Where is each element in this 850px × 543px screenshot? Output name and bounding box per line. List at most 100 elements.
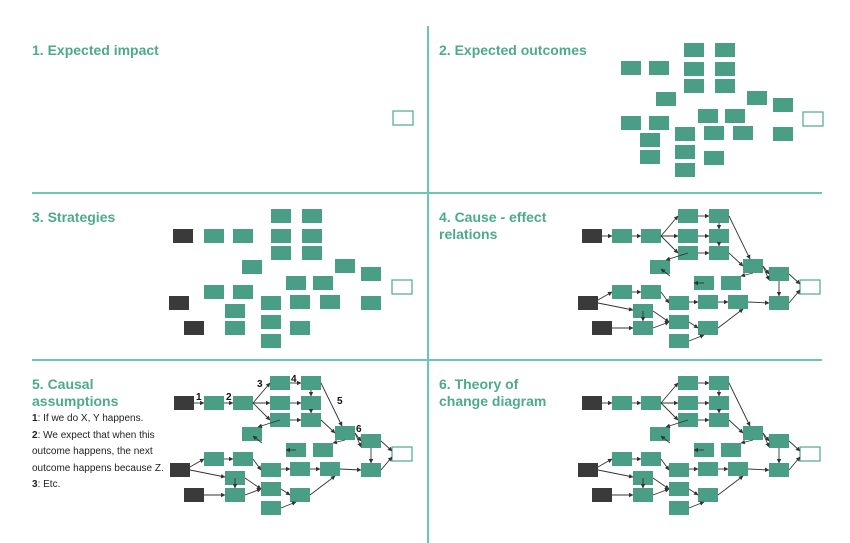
causal-arrow [652,321,670,329]
outcome-box [233,285,253,299]
outcome-box [715,79,735,93]
assumption-note-2: 2: We expect that when this outcome happ… [32,429,164,474]
strategy-box [582,396,602,410]
strategy-box [170,463,190,477]
outcome-box [270,376,290,390]
outcome-box [773,98,793,112]
causal-arrow [660,402,679,421]
outcome-box [335,259,355,273]
strategy-box [169,296,189,310]
outcome-box [302,246,322,260]
outcome-box [361,463,381,477]
outcome-box [704,151,724,165]
outcome-box [290,295,310,309]
causal-arrow [380,440,393,452]
causal-arrow [717,475,744,496]
outcome-box [656,92,676,106]
outcome-box [290,462,310,476]
outcome-box [725,109,745,123]
step-marker-1: 1 [196,392,202,403]
outcome-box [678,376,698,390]
outcome-box [704,126,724,140]
horizontal-divider-top [32,192,822,194]
causal-arrow [660,458,670,471]
outcome-box [721,443,741,457]
outcome-box [261,482,281,496]
outcome-box [669,463,689,477]
outcome-box [641,229,661,243]
impact-box [799,279,821,295]
step-marker-2: 2 [226,392,232,403]
causal-arrow [688,334,705,342]
outcome-box [633,488,653,502]
causal-arrow [788,456,801,471]
outcome-box [242,260,262,274]
outcome-box [225,304,245,318]
causal-arrow [665,419,689,428]
outcome-box [271,246,291,260]
strategy-box [592,321,612,335]
step-marker-6: 6 [356,424,362,435]
outcome-box [698,321,718,335]
outcome-box [621,61,641,75]
outcome-box [261,315,281,329]
causal-arrow [660,382,679,404]
outcome-box [709,229,729,243]
causal-arrow [728,382,751,427]
outcome-box [612,452,632,466]
causal-arrow [244,477,262,490]
vertical-divider [427,26,429,543]
outcome-box [261,334,281,348]
outcome-box [675,145,695,159]
outcome-box [301,376,321,390]
outcome-box [709,396,729,410]
panel-title-causal-assumptions: 5. Causal assumptions [32,376,119,409]
outcome-box [640,133,660,147]
assumption-note-3: 3: Etc. [32,479,61,490]
outcome-box [361,296,381,310]
outcome-box [233,396,253,410]
causal-arrow [747,300,770,306]
causal-arrow [252,402,271,421]
causal-arrow [252,458,262,471]
causal-arrow [244,488,262,496]
outcome-box [640,150,660,164]
outcome-box [709,376,729,390]
outcome-box [678,396,698,410]
outcome-box [684,79,704,93]
outcome-box [698,488,718,502]
outcome-box [709,413,729,427]
outcome-box [650,260,670,274]
outcome-box [698,462,718,476]
outcome-box [233,452,253,466]
outcome-box [261,501,281,515]
outcome-box [684,62,704,76]
outcome-box [242,427,262,441]
outcome-box [290,488,310,502]
impact-box [799,446,821,462]
outcome-box [320,295,340,309]
causal-arrow [252,435,263,444]
outcome-box [669,482,689,496]
causal-arrow [652,488,670,496]
outcome-box [204,452,224,466]
outcome-box [721,276,741,290]
causal-arrow [728,252,744,267]
outcome-box [204,229,224,243]
causal-arrow [257,419,281,428]
outcome-box [769,463,789,477]
outcome-box [649,116,669,130]
outcome-box [335,426,355,440]
outcome-box [204,396,224,410]
causal-arrow [189,469,226,479]
outcome-box [669,296,689,310]
strategy-box [184,488,204,502]
outcome-box [301,396,321,410]
strategy-box [184,321,204,335]
impact-box [391,446,413,462]
outcome-box [641,452,661,466]
outcome-box [233,229,253,243]
causal-arrow [597,458,613,468]
causal-arrow [747,467,770,473]
outcome-box [301,413,321,427]
